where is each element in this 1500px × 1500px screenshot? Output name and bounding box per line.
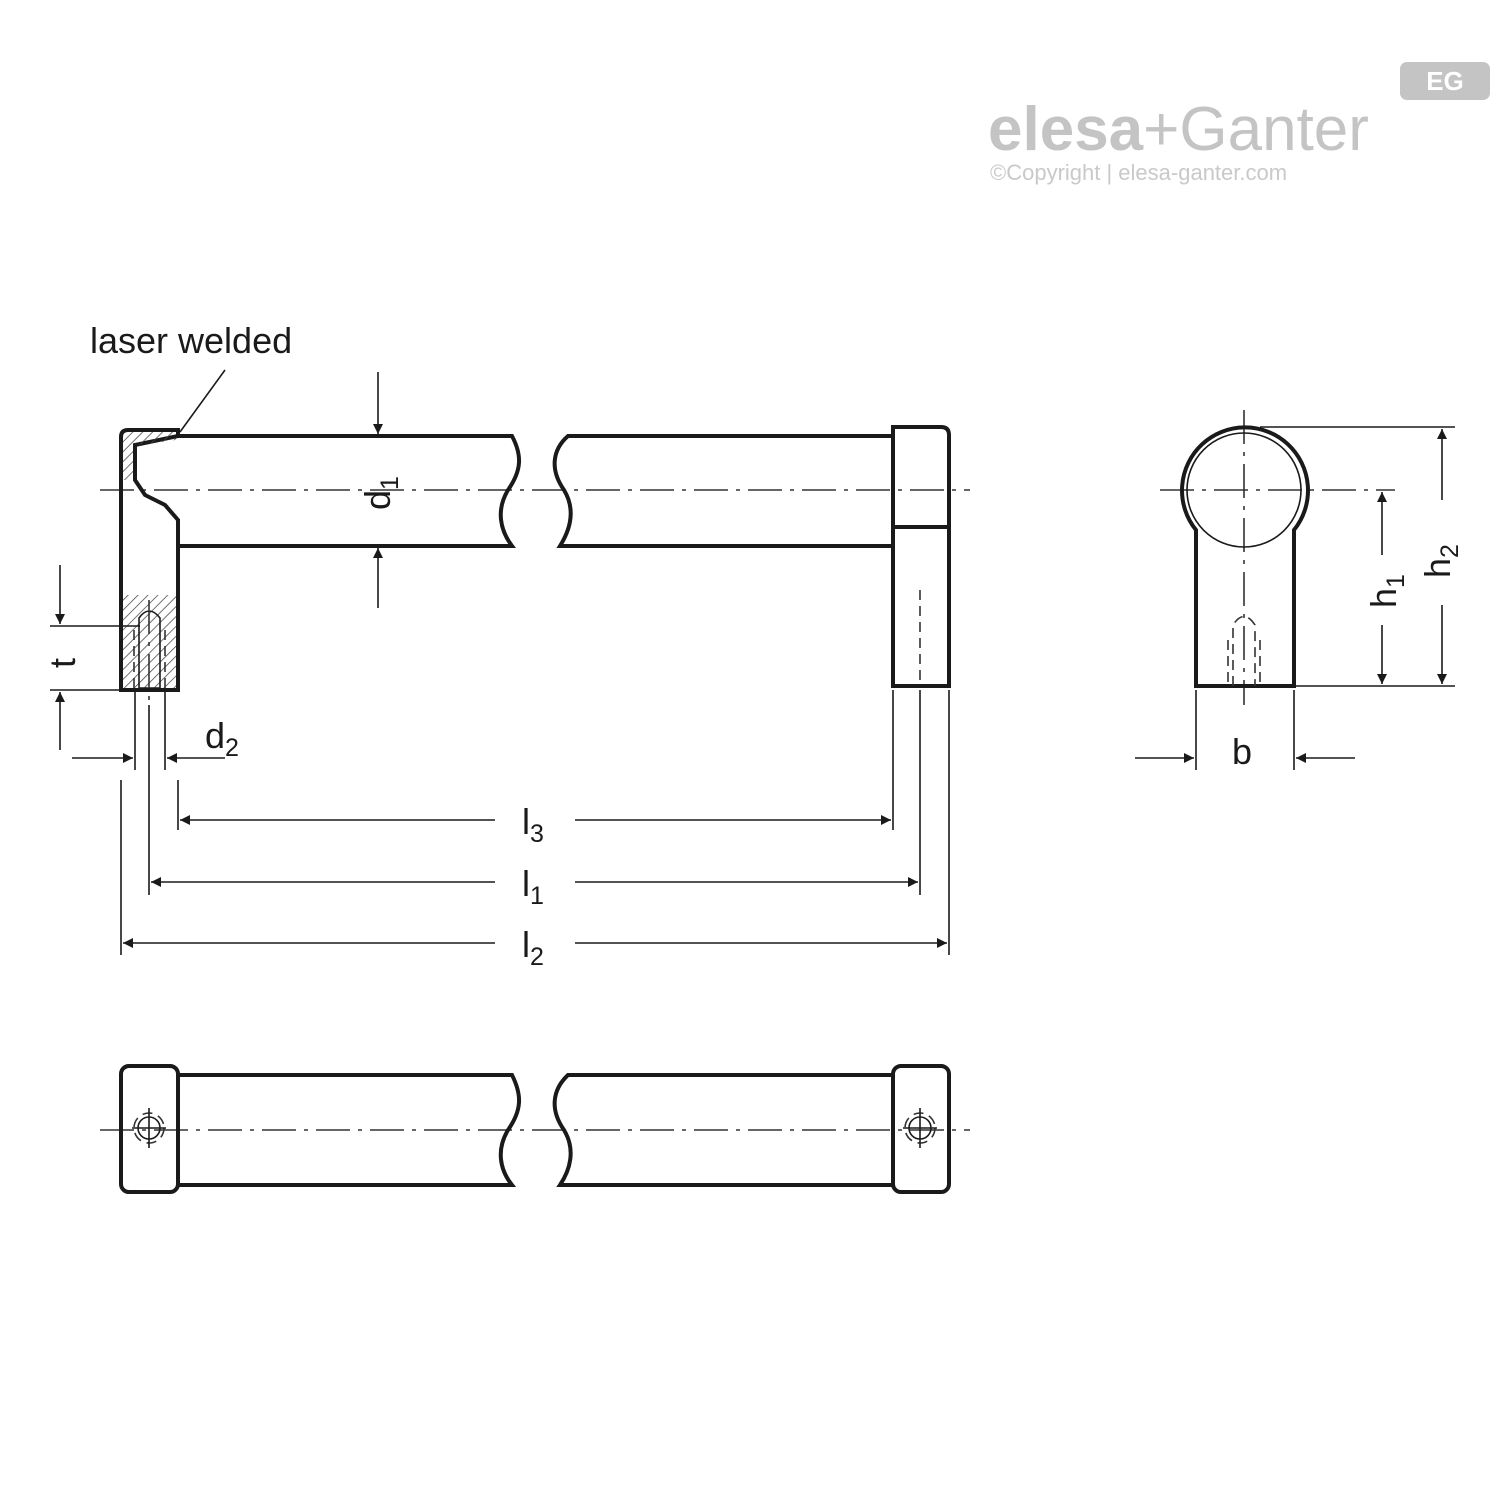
logo-wordmark: elesa+Ganter [988,95,1369,164]
dimension-b: b [1135,690,1355,772]
tube-bore-circle [1186,432,1302,548]
label-l1: l1 [522,863,544,910]
logo-brand-left: elesa [988,95,1144,164]
logo-badge [1400,62,1490,100]
dimension-l2: l2 [123,924,947,971]
top-tube-left-segment [178,1073,521,1187]
left-leg-outline [119,428,180,692]
dimension-d2: d2 [72,692,239,770]
dimension-h2: h2 [1417,429,1464,684]
side-hidden-thread [1232,615,1256,686]
dimension-t: t [42,565,140,750]
top-left-cap [119,1064,180,1194]
logo-copyright: ©Copyright | elesa-ganter.com [990,160,1287,185]
weld-leader-line [179,369,226,433]
label-b: b [1232,731,1252,772]
top-left-thread-mark [132,1108,166,1148]
threaded-hole [138,610,161,689]
dimension-l1: l1 [151,863,918,910]
side-view-outline [1180,425,1310,688]
top-view [100,1064,970,1194]
label-d2: d2 [205,715,239,762]
weld-note: laser welded [90,320,292,361]
elesa-ganter-logo: EG elesa+Ganter ©Copyright | elesa-gante… [988,62,1490,185]
weld-seam-hatch [123,432,176,480]
label-t: t [42,658,83,668]
front-view: laser welded d1 t d2 [42,320,970,971]
label-l3: l3 [522,801,544,848]
tube-right-segment [552,434,893,548]
tube-left-segment [178,434,521,548]
label-l2: l2 [522,924,544,971]
side-view: h1 h2 b [1135,410,1464,772]
top-tube-right-segment [552,1073,893,1187]
right-cap-outline [891,425,951,688]
label-h2: h2 [1417,544,1464,578]
dimension-d1: d1 [357,372,404,608]
top-right-cap [891,1064,951,1194]
logo-brand-plus: + [1143,95,1179,164]
top-right-thread-mark [903,1108,937,1148]
label-d1: d1 [357,476,404,510]
dimension-l3: l3 [180,801,891,848]
logo-brand-right: Ganter [1179,95,1369,164]
logo-badge-text: EG [1426,66,1464,96]
label-h1: h1 [1363,574,1410,608]
dimension-h1: h1 [1363,492,1410,684]
